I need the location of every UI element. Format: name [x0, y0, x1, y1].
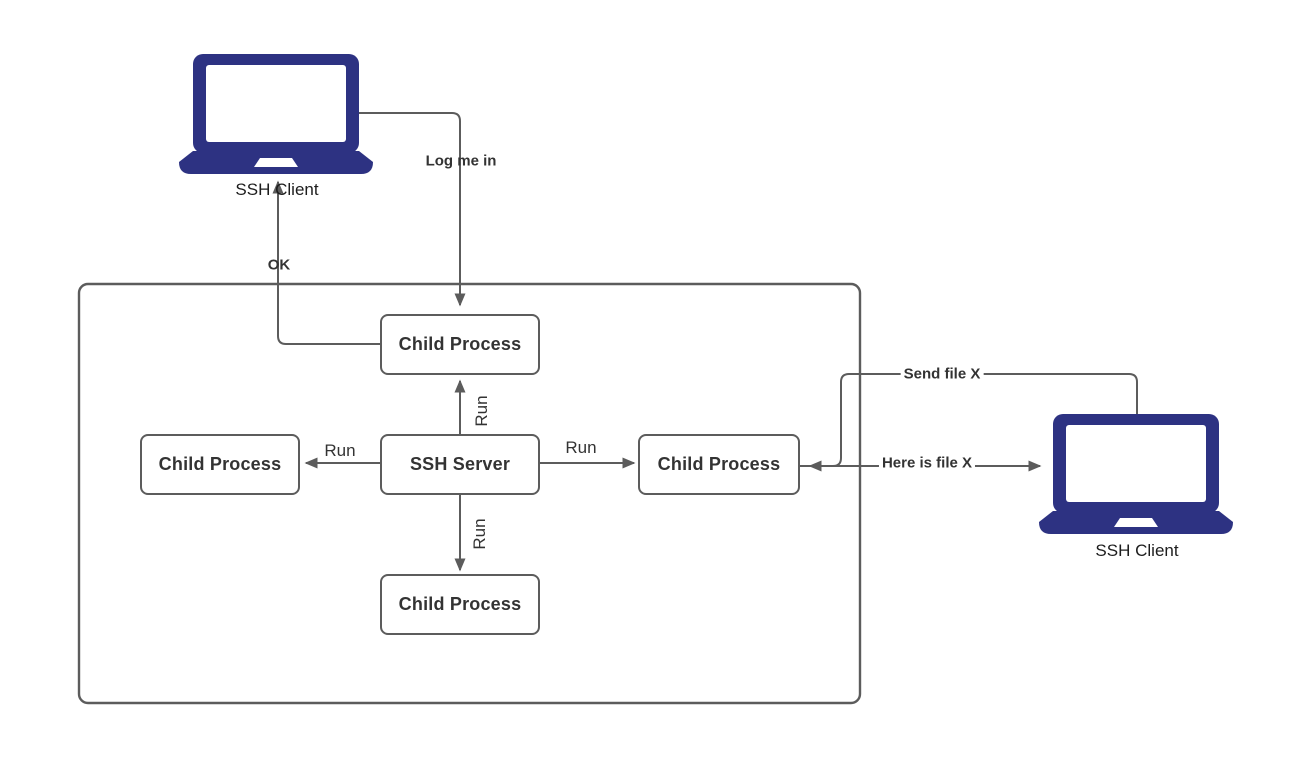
label-log-me-in: Log me in: [425, 152, 497, 170]
label-here-is-file-x: Here is file X: [878, 454, 976, 472]
label-send-file-x: Send file X: [900, 365, 984, 383]
label-run-down: Run: [470, 518, 489, 550]
node-ssh-server: SSH Server: [380, 434, 540, 495]
label-ok: OK: [267, 256, 291, 274]
node-child-process-bottom: Child Process: [380, 574, 540, 635]
node-child-process-top: Child Process: [380, 314, 540, 375]
laptop-icon-right: [1039, 414, 1233, 534]
label-ssh-client-right: SSH Client: [1095, 541, 1179, 560]
laptop-icon-left: [179, 54, 373, 174]
server-host-boundary: [77, 282, 862, 705]
edge-send-file-x: [808, 373, 1138, 472]
node-child-process-right: Child Process: [638, 434, 800, 495]
label-run-left: Run: [324, 441, 356, 460]
edge-ok: [272, 180, 380, 345]
label-run-up: Run: [472, 395, 491, 427]
label-run-right: Run: [565, 438, 597, 457]
node-child-process-left: Child Process: [140, 434, 300, 495]
label-ssh-client-left: SSH Client: [235, 180, 319, 199]
edge-log-me-in: [358, 112, 466, 307]
